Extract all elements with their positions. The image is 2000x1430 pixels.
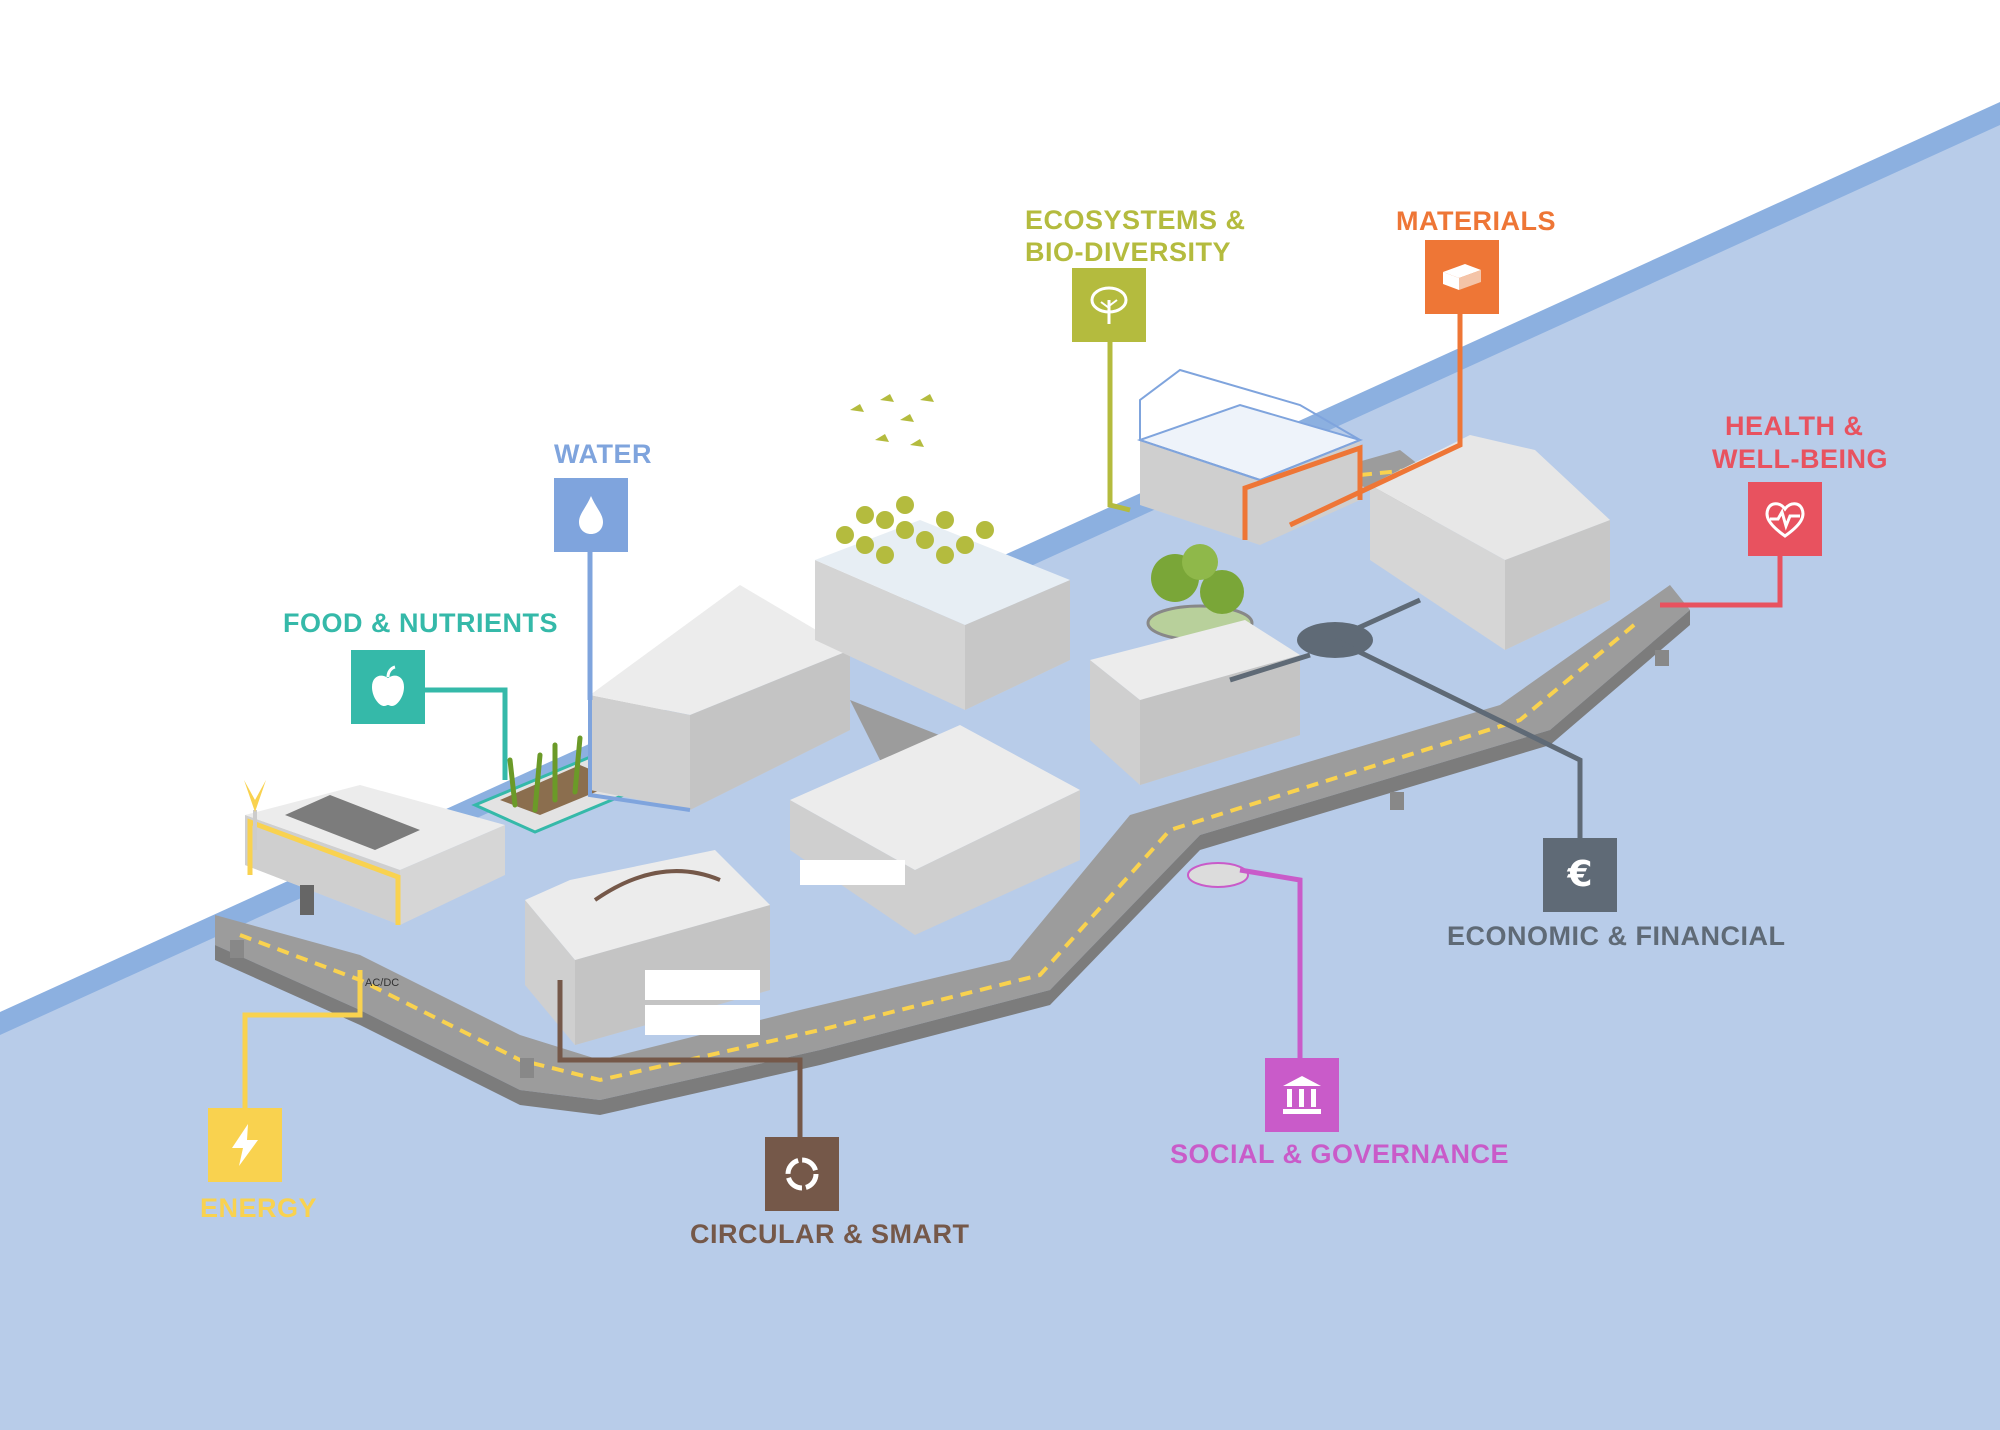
tree-island <box>1146 544 1254 642</box>
circular-building <box>525 850 770 1045</box>
energy-icon-box <box>208 1108 282 1182</box>
connector-lines <box>242 305 1783 1140</box>
economic-label: ECONOMIC & FINANCIAL <box>1447 921 1786 951</box>
svg-text:€: € <box>1566 854 1592 895</box>
ecosystems-label-line2: BIO-DIVERSITY <box>1025 237 1232 267</box>
circular-label: CIRCULAR & SMART <box>690 1219 970 1249</box>
acdc-label: AC/DC <box>365 977 399 989</box>
central-building <box>1090 620 1300 785</box>
materials-icon-box <box>1425 240 1499 314</box>
water-icon-box <box>554 478 628 552</box>
long-building <box>790 725 1080 935</box>
circular-icon-box <box>765 1137 839 1211</box>
health-label-line2: WELL-BEING <box>1712 444 1888 474</box>
circular-arrows-icon <box>785 1157 819 1191</box>
economic-icon-box: € <box>1543 838 1617 912</box>
brick-icon <box>1443 264 1481 290</box>
tree-icon <box>1090 286 1128 324</box>
greenhouse-building <box>815 394 1070 710</box>
heartbeat-icon <box>1765 502 1805 538</box>
institution-icon <box>1283 1076 1321 1114</box>
lightning-icon <box>232 1124 258 1166</box>
food-label: FOOD & NUTRIENTS <box>283 608 558 638</box>
food-icon-box <box>351 650 425 724</box>
water-building <box>588 585 850 812</box>
health-icon-box <box>1748 482 1822 556</box>
social-label: SOCIAL & GOVERNANCE <box>1170 1139 1510 1169</box>
health-label-line1: HEALTH & <box>1725 411 1864 441</box>
ecosystems-label-line1: ECOSYSTEMS & <box>1025 205 1246 235</box>
energy-building <box>244 780 505 925</box>
wind-turbine-icon <box>244 780 266 812</box>
ecosystems-icon-box <box>1072 268 1146 342</box>
apple-icon <box>372 665 404 706</box>
materials-label: MATERIALS <box>1396 206 1556 236</box>
water-drop-icon <box>579 496 603 534</box>
social-icon-box <box>1265 1058 1339 1132</box>
boat <box>1187 862 1249 888</box>
water-label: WATER <box>554 439 652 469</box>
health-building <box>1370 435 1610 650</box>
euro-icon: € <box>1566 854 1592 895</box>
energy-label: ENERGY <box>200 1193 318 1223</box>
